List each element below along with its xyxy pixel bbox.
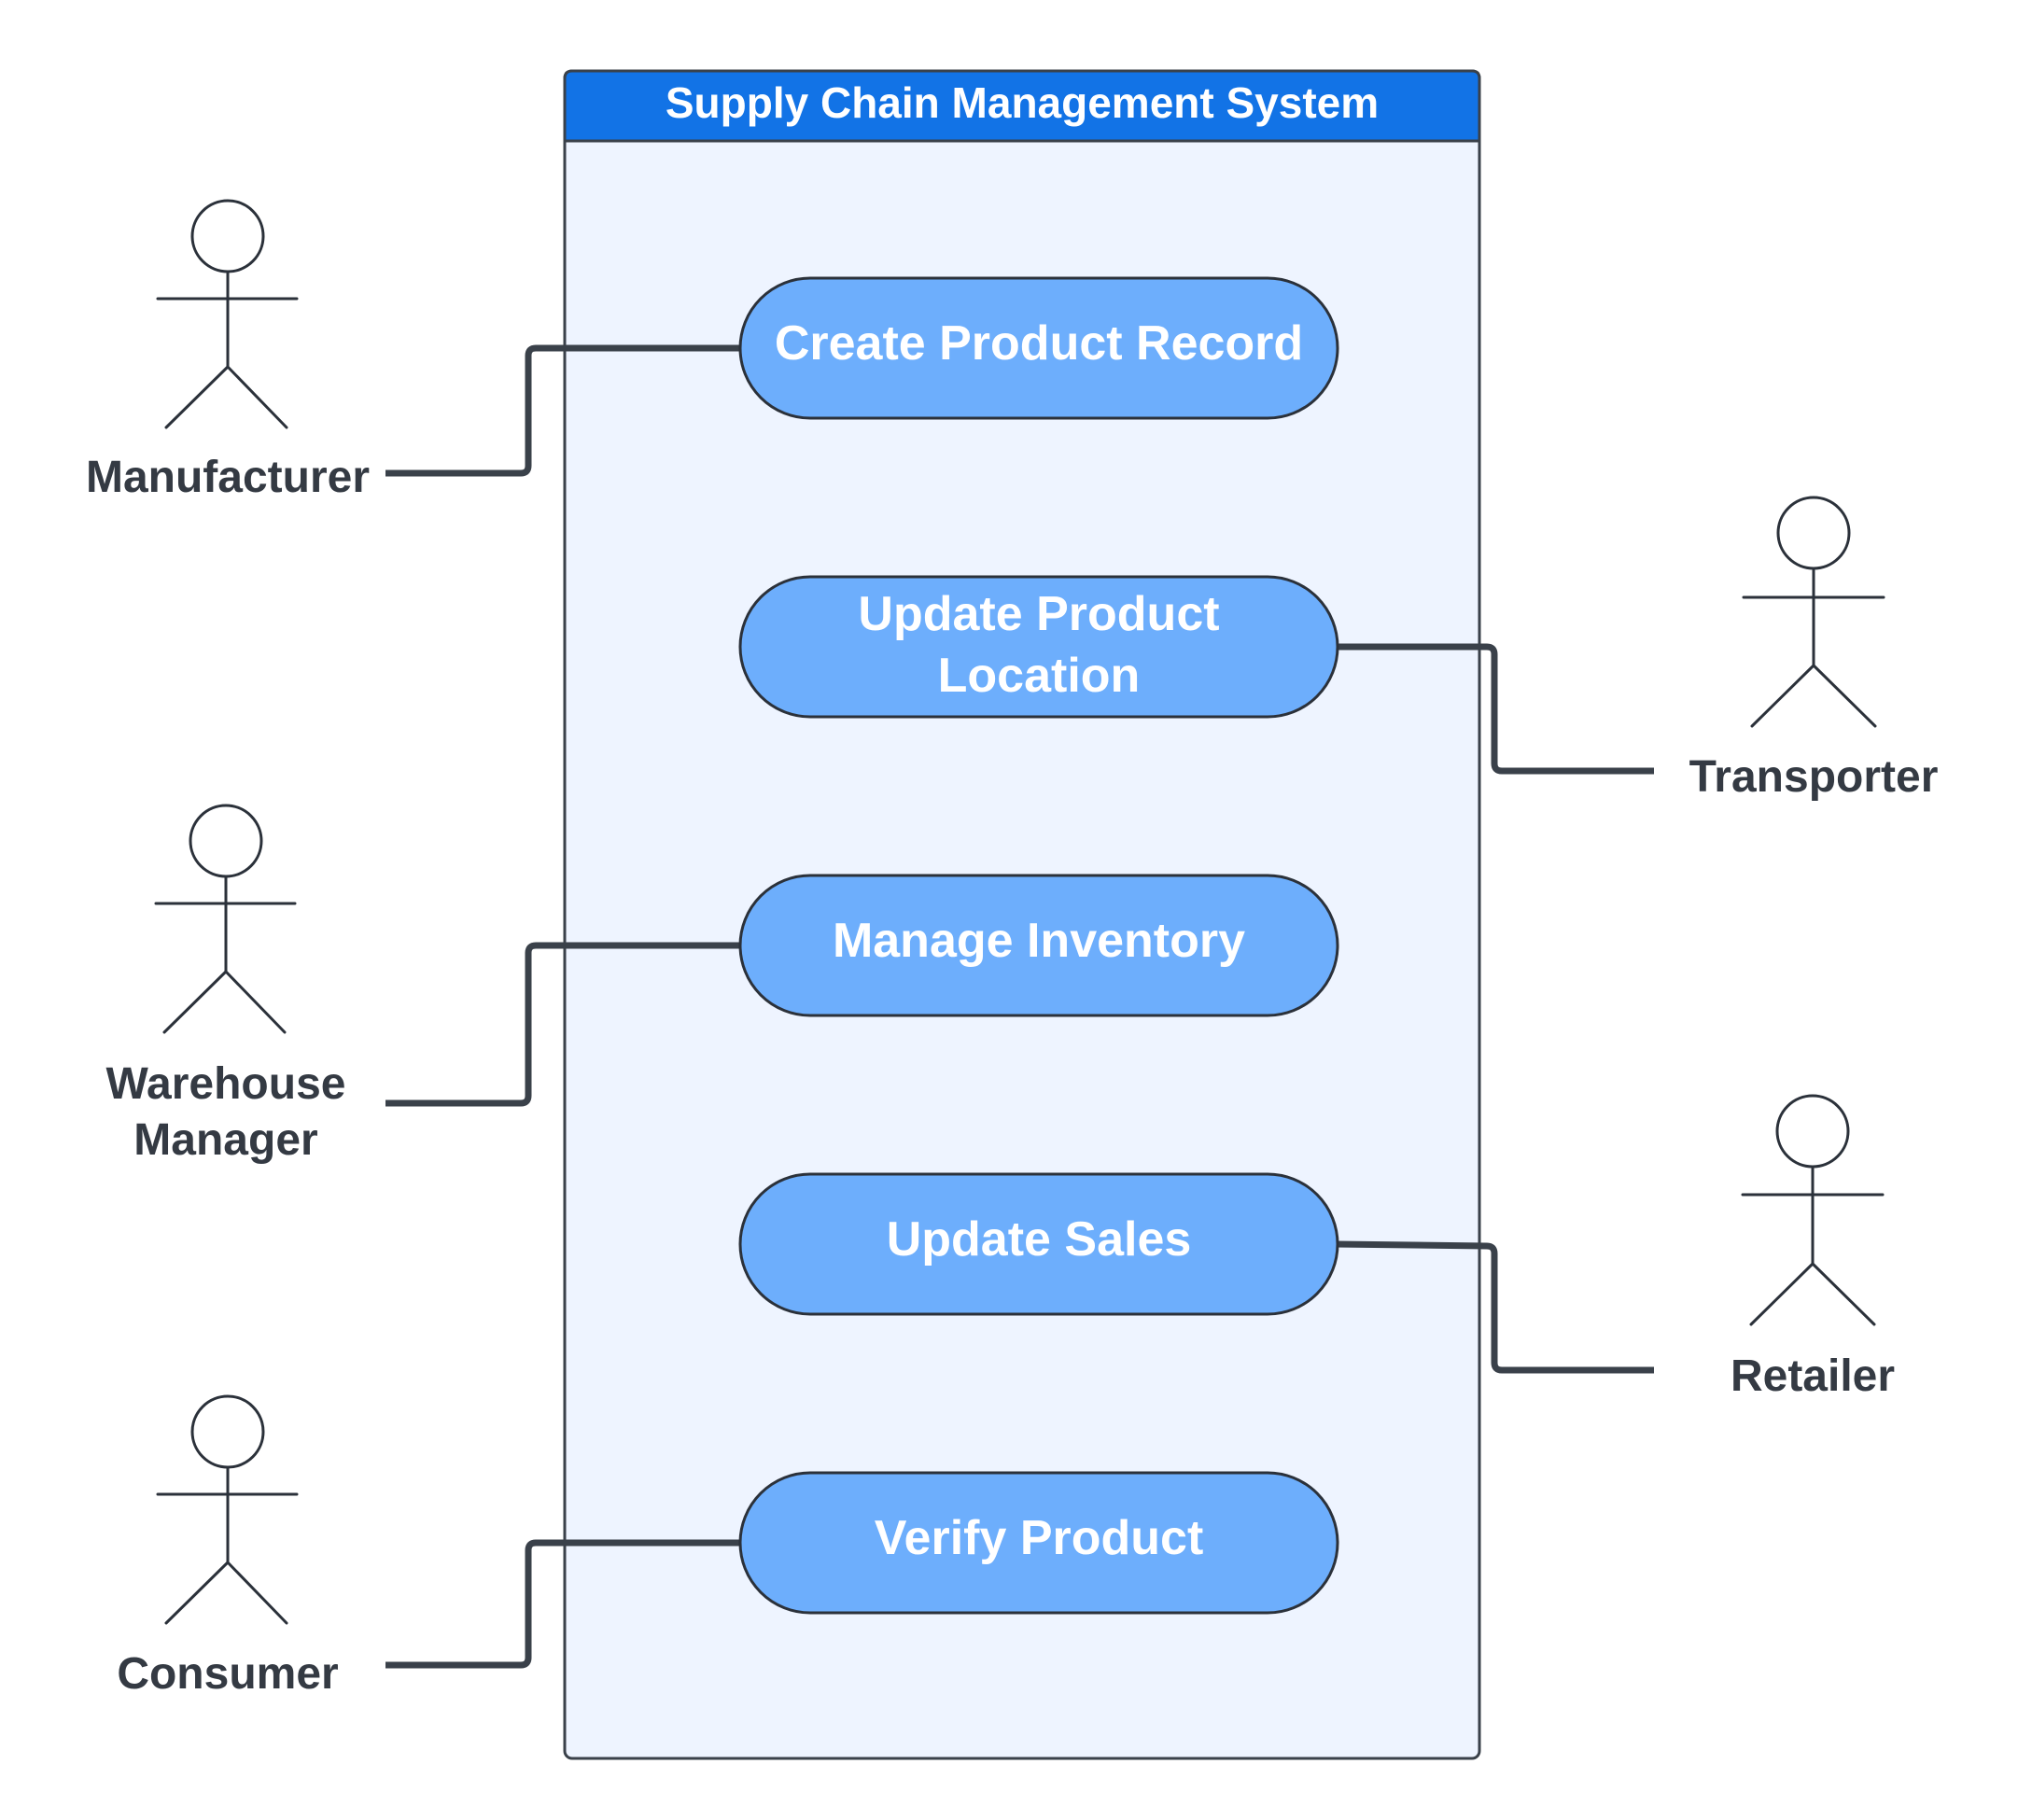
actor-label: Manager <box>133 1115 317 1165</box>
use-case-shape <box>738 1172 1339 1316</box>
use-case-label: Verify Product <box>875 1511 1204 1565</box>
use-case-create-product-record[interactable]: Create Product Record <box>738 276 1339 420</box>
use-case-shape <box>738 874 1339 1017</box>
actor-label: Consumer <box>117 1649 338 1699</box>
system-title: Supply Chain Management System <box>666 78 1379 127</box>
actor-warehouse-manager[interactable]: Warehouse Manager <box>106 804 346 1165</box>
use-case-shape <box>738 575 1339 719</box>
use-case-label: Manage Inventory <box>833 914 1245 968</box>
association-manufacturer-create <box>385 344 740 477</box>
use-case-verify-product[interactable]: Verify Product <box>738 1471 1339 1615</box>
system-header <box>563 69 1481 143</box>
actor-label: Retailer <box>1731 1351 1895 1401</box>
association-warehouse-inventory <box>385 942 740 1107</box>
stick-figure-icon <box>156 1394 299 1625</box>
stick-figure-icon <box>156 199 299 429</box>
use-case-label: Update Product <box>858 587 1219 641</box>
use-case-manage-inventory[interactable]: Manage Inventory <box>738 874 1339 1017</box>
actor-label: Manufacturer <box>86 453 370 502</box>
use-case-shape <box>738 1471 1339 1615</box>
use-case-label: Create Product Record <box>775 316 1303 371</box>
stick-figure-icon <box>1742 496 1885 728</box>
stick-figure-icon <box>154 804 297 1034</box>
use-case-shape <box>738 276 1339 420</box>
actor-label: Transporter <box>1689 752 1939 802</box>
use-case-label: Location <box>938 649 1141 703</box>
association-retailer-sales <box>1334 1240 1654 1374</box>
actor-transporter[interactable]: Transporter <box>1689 496 1939 802</box>
stick-figure-icon <box>1741 1094 1885 1326</box>
actor-retailer[interactable]: Retailer <box>1731 1094 1895 1401</box>
association-transporter-location <box>1335 643 1654 775</box>
use-case-update-sales[interactable]: Update Sales <box>738 1172 1339 1316</box>
actor-manufacturer[interactable]: Manufacturer <box>86 199 370 502</box>
association-consumer-verify <box>385 1539 740 1669</box>
actor-consumer[interactable]: Consumer <box>117 1394 339 1699</box>
use-case-update-product-location[interactable]: Update Product Location <box>738 575 1339 719</box>
use-case-label: Update Sales <box>887 1212 1192 1267</box>
actor-label: Warehouse <box>106 1059 346 1109</box>
associations <box>385 344 1654 1669</box>
